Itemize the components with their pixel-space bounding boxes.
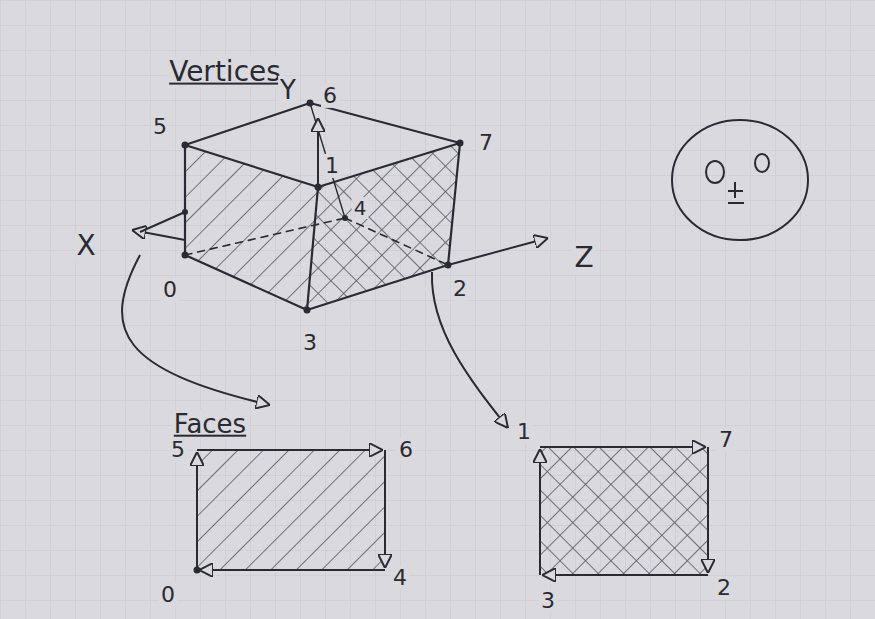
vertex-dots	[182, 100, 464, 314]
axes	[132, 118, 548, 265]
vertex-number: 1	[515, 420, 533, 444]
vertex-number: 0	[161, 278, 179, 302]
vertex-number: 1	[323, 154, 341, 178]
smiley-face	[672, 120, 808, 240]
crosshatched-face	[307, 143, 460, 310]
vertex-number: 7	[477, 131, 495, 155]
vertex-number: 3	[539, 589, 557, 613]
face-rect	[540, 447, 708, 575]
vertex-number: 2	[715, 576, 733, 600]
vertex-dot	[194, 567, 201, 574]
leader-curves	[122, 255, 508, 428]
face-arrows	[540, 447, 708, 575]
vertex-number: 0	[159, 583, 177, 607]
vertex-number: 6	[397, 438, 415, 462]
heading: Vertices	[167, 57, 283, 88]
face-rect	[197, 450, 385, 570]
axis-label: Z	[572, 243, 595, 274]
vertex-number: 6	[321, 84, 339, 108]
heading: Faces	[172, 410, 248, 439]
cube-edges	[185, 103, 460, 310]
axis-label: Y	[278, 76, 298, 105]
vertex-number: 4	[391, 566, 409, 590]
vertex-number: 4	[352, 197, 369, 219]
vertex-number: 5	[169, 438, 187, 462]
axis-label: X	[74, 231, 97, 262]
vertex-number: 2	[451, 277, 469, 301]
vertex-number: 5	[151, 115, 169, 139]
vertex-number: 7	[717, 428, 735, 452]
face-arrows	[197, 450, 385, 570]
vertex-number: 3	[301, 331, 319, 355]
hatched-face	[185, 145, 318, 310]
